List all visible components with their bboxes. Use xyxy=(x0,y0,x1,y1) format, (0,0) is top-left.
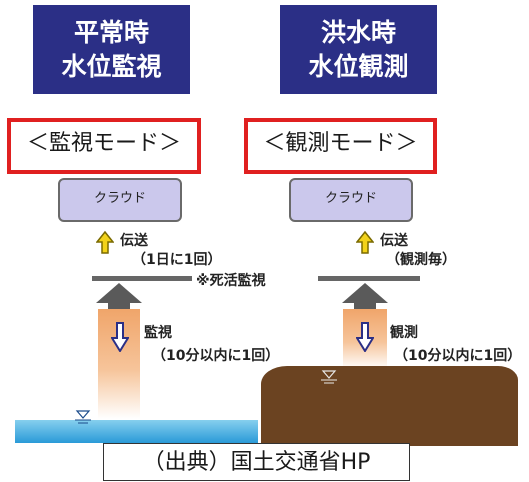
water-level-triangle-icon xyxy=(75,410,91,424)
right-down-label: 観測 xyxy=(390,325,418,341)
left-sensor-base xyxy=(108,303,130,309)
right-cloud-box: クラウド xyxy=(289,178,413,222)
right-title-line1: 洪水時 xyxy=(320,17,396,47)
left-title-box: 平常時 水位監視 xyxy=(33,5,190,94)
source-caption: （出典）国土交通省HP xyxy=(103,443,410,481)
left-up-label: 伝送 xyxy=(120,233,148,249)
left-cloud-box: クラウド xyxy=(58,178,182,222)
left-title-line2: 水位監視 xyxy=(61,51,162,81)
flood-water-level-triangle-icon xyxy=(321,370,337,384)
right-sensor-base xyxy=(354,303,376,309)
left-sensor-bar xyxy=(92,276,192,281)
right-down-arrow-icon xyxy=(356,322,374,352)
right-mode-box: ＜観測モード＞ xyxy=(244,118,437,174)
left-down-detail: （10分以内に1回） xyxy=(152,348,280,364)
left-down-arrow-icon xyxy=(111,322,129,352)
right-title-box: 洪水時 水位観測 xyxy=(280,5,437,94)
water-surface xyxy=(15,420,258,443)
left-mode-box: ＜監視モード＞ xyxy=(7,118,201,174)
left-title-line1: 平常時 xyxy=(73,17,149,47)
left-up-arrow-icon xyxy=(96,230,114,254)
left-note: ※死活監視 xyxy=(196,273,266,289)
right-sensor-bar xyxy=(318,276,420,281)
right-title-line2: 水位観測 xyxy=(308,51,409,81)
right-up-detail: （観測毎） xyxy=(386,252,456,268)
right-up-arrow-icon xyxy=(356,230,374,254)
right-up-label: 伝送 xyxy=(380,233,408,249)
right-sensor-icon xyxy=(342,283,388,303)
left-sensor-icon xyxy=(96,283,142,303)
left-down-label: 監視 xyxy=(144,325,172,341)
flood-soil xyxy=(261,366,518,446)
right-down-detail: （10分以内に1回） xyxy=(394,348,522,364)
left-up-detail: （1日に1回） xyxy=(132,252,222,268)
